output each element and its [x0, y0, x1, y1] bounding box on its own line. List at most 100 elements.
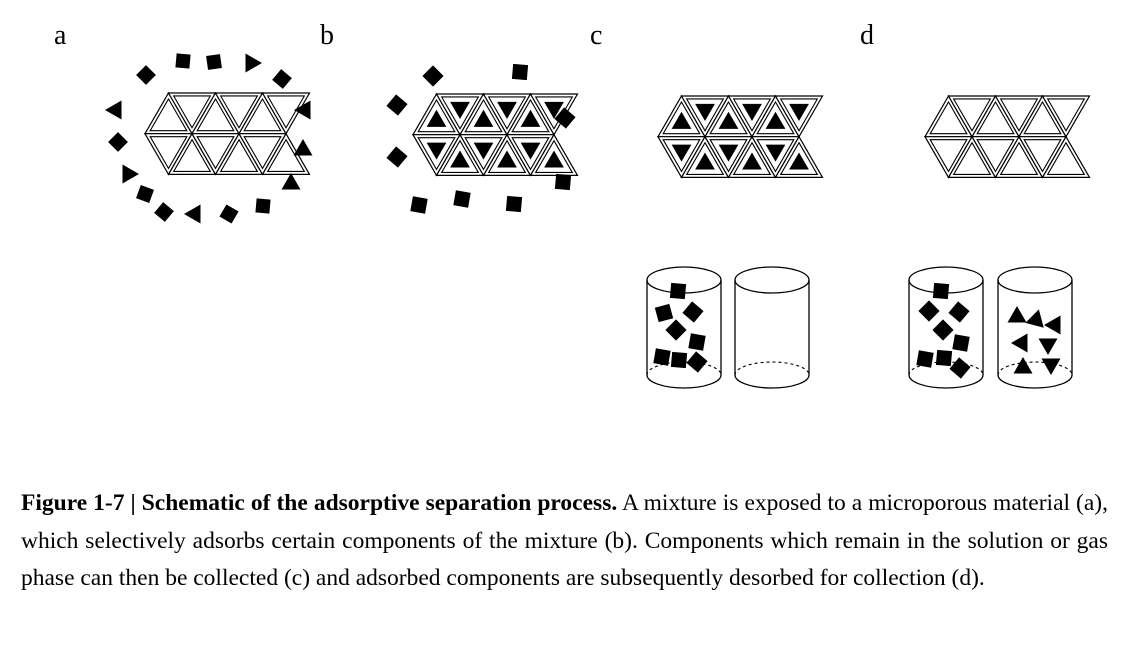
molecule-triangle: [281, 173, 301, 190]
framework-cell-inner: [952, 98, 992, 132]
framework-cell-inner: [685, 98, 725, 132]
framework-cell-inner: [1023, 139, 1062, 173]
molecule-square: [916, 350, 934, 368]
vessel-rim: [997, 266, 1073, 294]
adsorbed-triangle: [520, 142, 541, 160]
molecule-square: [935, 349, 953, 367]
figure-caption: Figure 1-7 | Schematic of the adsorptive…: [21, 485, 1108, 598]
adsorbed-triangle: [473, 142, 494, 160]
molecule-triangle: [245, 53, 262, 73]
vessel-base-back: [646, 361, 722, 376]
adsorbed-triangle: [742, 103, 762, 121]
molecule-square: [665, 319, 687, 341]
adsorbed-triangle: [718, 111, 739, 129]
adsorbed-triangle: [718, 144, 739, 162]
molecule-square: [670, 351, 688, 369]
framework-cell-inner: [417, 137, 456, 171]
framework-cell-inner: [976, 139, 1015, 173]
framework-cell-inner: [149, 97, 188, 132]
molecule-square: [554, 173, 572, 191]
molecule-triangle: [1041, 358, 1061, 375]
molecule-square: [255, 198, 271, 214]
vessel-rim: [734, 266, 810, 294]
framework-cell-inner: [172, 138, 212, 172]
framework-cell-inner: [1046, 98, 1086, 132]
molecule-square: [682, 301, 704, 323]
adsorbed-triangle: [497, 101, 517, 119]
molecule-triangle: [294, 100, 311, 120]
framework-cell-inner: [662, 100, 701, 135]
framework-cell-inner: [440, 139, 480, 173]
molecule-square: [554, 107, 576, 129]
molecule-square: [952, 334, 970, 352]
molecule-square: [932, 282, 950, 300]
molecule-square: [175, 53, 191, 69]
framework-cell-inner: [219, 138, 259, 172]
panel-label-d: d: [860, 20, 874, 51]
framework-cell-inner: [1046, 141, 1086, 175]
framework-cell-inner: [756, 100, 795, 135]
framework-cell-inner: [243, 97, 282, 132]
framework-cell-inner: [732, 98, 772, 132]
molecule-triangle: [1038, 338, 1058, 355]
caption-body: A mixture is exposed to a microporous ma…: [21, 490, 1109, 591]
adsorbed-triangle: [765, 144, 786, 162]
framework-cell: [261, 92, 311, 135]
framework-cell-inner: [534, 139, 574, 173]
molecule-triangle: [184, 204, 201, 224]
molecule-square: [932, 319, 954, 341]
vessel-base-front: [997, 374, 1073, 389]
adsorbed-triangle: [742, 152, 762, 170]
caption-title: Schematic of the adsorptive separation p…: [141, 490, 618, 516]
adsorbed-triangle: [789, 152, 809, 170]
molecule-triangle: [1025, 309, 1044, 328]
framework-cell-inner: [1023, 100, 1062, 135]
adsorbed-triangle: [789, 103, 809, 121]
framework-cell-inner: [929, 100, 968, 135]
vessel-base-back: [908, 361, 984, 376]
molecule-triangle: [1007, 306, 1027, 323]
molecule-triangle: [1044, 315, 1061, 335]
panel-c-collect-unadsorbed: [646, 94, 824, 389]
adsorbed-triangle: [426, 109, 447, 127]
molecule-triangle: [1011, 333, 1028, 353]
molecule-square: [511, 63, 529, 81]
framework-cell-inner: [266, 95, 306, 129]
framework-cell-inner: [487, 139, 527, 173]
molecule-square: [688, 333, 706, 351]
caption-figure-number: Figure 1-7: [21, 490, 125, 516]
molecule-square: [453, 190, 471, 208]
molecule-square: [918, 300, 940, 322]
molecule-square: [219, 204, 239, 224]
vessel-base-back: [997, 361, 1073, 376]
vessel-base-front: [908, 374, 984, 389]
adsorbed-triangle: [473, 109, 494, 127]
framework-cell-inner: [196, 136, 235, 170]
molecule-square: [386, 94, 408, 116]
framework-cell-inner: [266, 138, 306, 172]
molecule-square: [669, 282, 687, 300]
panel-label-a: a: [54, 20, 67, 51]
adsorbed-triangle: [544, 101, 564, 119]
molecule-triangle: [293, 139, 313, 156]
vessel-base-front: [646, 374, 722, 389]
framework-cell-inner: [952, 141, 992, 175]
framework-cell-inner: [243, 136, 282, 170]
molecule-square: [272, 69, 292, 89]
molecule-triangle: [105, 100, 122, 120]
framework-cell-inner: [149, 136, 188, 170]
framework-cell-inner: [440, 96, 480, 130]
framework-cell-inner: [417, 98, 456, 133]
molecule-square: [136, 65, 156, 85]
adsorbed-triangle: [695, 103, 715, 121]
adsorbed-triangle: [765, 111, 786, 129]
framework-cell: [1041, 95, 1091, 138]
panel-b-selective-adsorption: [386, 63, 579, 214]
molecule-square: [948, 301, 970, 323]
framework-cell-inner: [196, 97, 235, 132]
molecule-square: [949, 357, 971, 379]
molecule-square: [654, 303, 674, 323]
adsorbed-triangle: [497, 150, 517, 168]
adsorbed-triangle: [671, 111, 692, 129]
molecule-square: [386, 146, 408, 168]
